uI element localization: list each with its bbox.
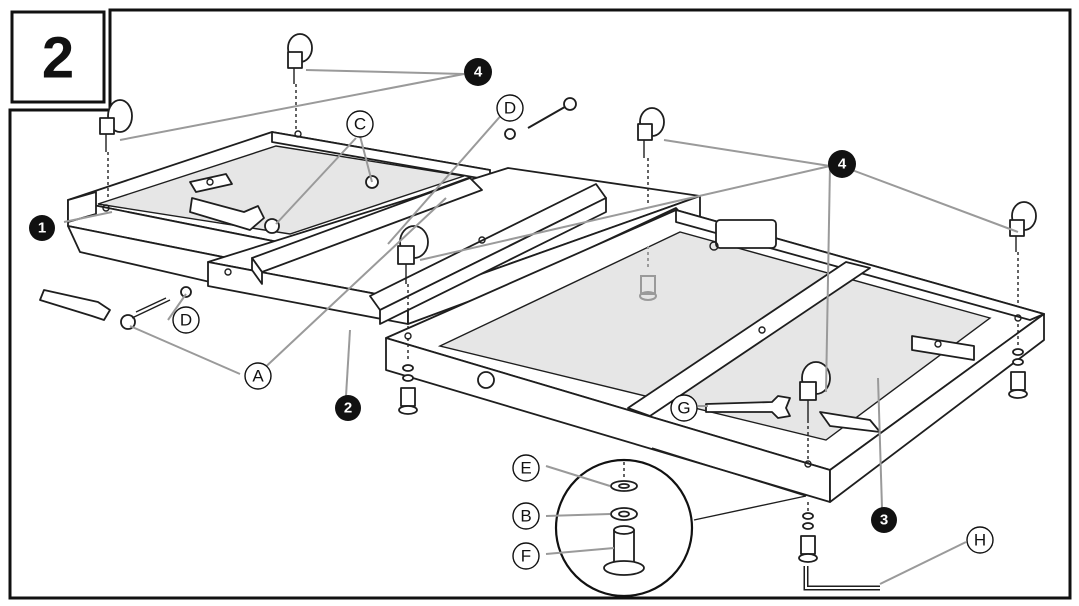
svg-text:4: 4 <box>838 156 847 173</box>
svg-text:4: 4 <box>474 64 483 81</box>
callout-part-1: 1 <box>29 215 55 241</box>
svg-text:A: A <box>252 367 264 386</box>
label-c: C <box>346 110 374 138</box>
svg-text:2: 2 <box>344 400 352 417</box>
foot-hidden <box>639 246 657 301</box>
label-f: F <box>512 542 540 570</box>
label-e: E <box>512 454 540 482</box>
callout-part-3: 3 <box>871 507 897 533</box>
washer-d-left <box>180 286 192 298</box>
allen-key-h <box>803 566 880 591</box>
foot-3 <box>798 502 818 563</box>
caster-5 <box>1009 201 1037 306</box>
detail-magnifier <box>554 447 807 598</box>
caster-2 <box>99 99 133 200</box>
caster-1 <box>287 33 313 130</box>
leader-lines <box>63 69 1019 585</box>
svg-text:G: G <box>677 399 690 418</box>
svg-text:H: H <box>974 531 986 550</box>
callout-part-4-top: 4 <box>464 58 492 86</box>
svg-text:D: D <box>504 99 516 118</box>
foot-1 <box>398 338 418 415</box>
bolt-a-inserted <box>189 197 280 234</box>
svg-text:1: 1 <box>38 220 46 237</box>
bolt-d-top <box>504 97 577 140</box>
callout-part-2: 2 <box>335 395 361 421</box>
foot-2 <box>1008 324 1028 399</box>
step-number: 2 <box>42 26 74 91</box>
label-g: G <box>670 394 698 422</box>
bolt-a-loose <box>39 289 171 330</box>
svg-text:F: F <box>521 547 531 566</box>
left-frame <box>67 130 491 301</box>
caster-6 <box>799 361 831 464</box>
svg-text:E: E <box>520 459 531 478</box>
callout-part-4-right: 4 <box>828 150 856 178</box>
label-b: B <box>512 502 540 530</box>
svg-text:3: 3 <box>880 512 888 529</box>
svg-text:C: C <box>354 115 366 134</box>
step-number-box: 2 <box>10 10 106 104</box>
svg-text:B: B <box>520 507 531 526</box>
label-h: H <box>966 526 994 554</box>
wrench-g <box>705 395 791 419</box>
label-a: A <box>244 362 272 390</box>
svg-text:D: D <box>180 311 192 330</box>
label-d-top: D <box>496 94 524 122</box>
label-d-left: D <box>172 306 200 334</box>
caster-3 <box>637 107 665 206</box>
